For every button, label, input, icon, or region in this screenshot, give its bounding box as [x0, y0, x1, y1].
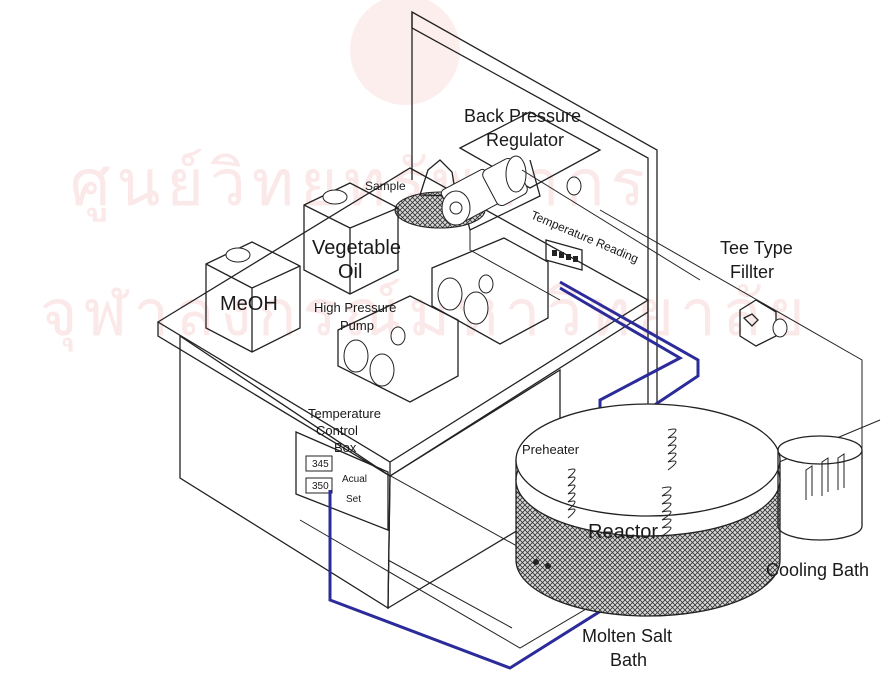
- label-meoh: MeOH: [220, 293, 278, 315]
- label-molten-salt: Molten Salt: [582, 626, 672, 646]
- temperature-reading-display: [546, 240, 582, 270]
- label-oil: Oil: [338, 261, 362, 283]
- label-bath: Bath: [610, 650, 647, 670]
- watermark-line-2: จุฬาลงกรณ์มหาวิทยาลัย: [40, 277, 811, 352]
- cooling-bath: [778, 436, 862, 540]
- label-pump: Pump: [340, 318, 374, 333]
- label-temperature: Temperature: [308, 406, 381, 421]
- label-control: Control: [316, 423, 358, 438]
- label-tee-filter: Fillter: [730, 262, 774, 282]
- label-reactor: Reactor: [588, 521, 658, 543]
- label-preheater: Preheater: [522, 442, 580, 457]
- pressure-gauge: [567, 177, 581, 195]
- label-regulator: Regulator: [486, 130, 564, 150]
- set-label: Set: [346, 494, 361, 505]
- watermark-line-1: ศูนย์วิทยทรัพยากร: [70, 147, 651, 222]
- label-back-pressure: Back Pressure: [464, 106, 581, 126]
- label-cooling-bath: Cooling Bath: [766, 560, 869, 580]
- label-tee-type: Tee Type: [720, 238, 793, 258]
- actual-label: Acual: [342, 474, 367, 485]
- molten-salt-bath: [516, 404, 780, 616]
- label-vegetable: Vegetable: [312, 237, 401, 259]
- label-box: Box: [334, 440, 357, 455]
- brick-table: [180, 336, 560, 608]
- label-high-pressure: High Pressure: [314, 300, 396, 315]
- set-value-text: 350: [312, 481, 329, 492]
- label-sample: Sample: [365, 179, 406, 193]
- actual-value-text: 345: [312, 459, 329, 470]
